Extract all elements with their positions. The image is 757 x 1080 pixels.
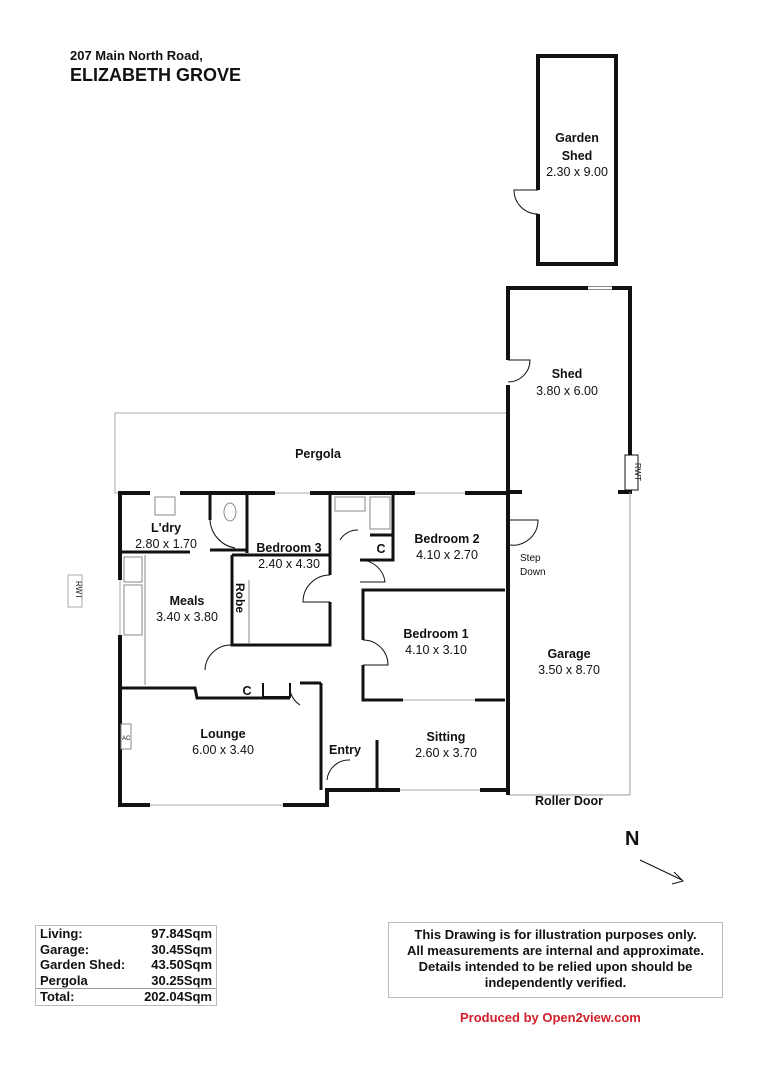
area-summary: Living: 97.84Sqm Garage: 30.45Sqm Garden S… [35, 925, 217, 1006]
lounge-dims: 6.00 x 3.40 [192, 743, 254, 757]
shed-label: Shed [552, 367, 583, 381]
pergola-label: Pergola [295, 447, 342, 461]
garage-dims: 3.50 x 8.70 [538, 663, 600, 677]
meals-dims: 3.40 x 3.80 [156, 610, 218, 624]
bedroom1-dims: 4.10 x 3.10 [405, 643, 467, 657]
fixtures [120, 496, 391, 750]
area-label: Garage: [40, 941, 90, 957]
area-label: Pergola [40, 972, 88, 988]
suburb: ELIZABETH GROVE [70, 65, 241, 85]
area-row: Pergola 30.25Sqm [36, 973, 216, 989]
area-row: Garage: 30.45Sqm [36, 942, 216, 958]
area-value: 97.84Sqm [151, 926, 212, 941]
disclaimer: This Drawing is for illustration purpose… [388, 922, 723, 998]
area-value: 30.45Sqm [151, 941, 212, 957]
step-label-2: Down [520, 567, 546, 578]
bedroom3-label: Bedroom 3 [256, 541, 321, 555]
meals-label: Meals [170, 594, 205, 608]
area-value: 43.50Sqm [151, 957, 212, 972]
rwt-tank [67, 574, 83, 608]
door-swings [204, 519, 684, 885]
garage-label: Garage [547, 647, 590, 661]
lounge-label: Lounge [200, 727, 245, 741]
roller-door-label: Roller Door [535, 794, 603, 808]
north-label: N [625, 828, 639, 850]
step-label: Step [520, 553, 541, 564]
total-value: 202.04Sqm [144, 989, 212, 1004]
bedroom2-dims: 4.10 x 2.70 [416, 548, 478, 562]
area-row: Living: 97.84Sqm [36, 926, 216, 942]
ac-label: AC [122, 736, 131, 742]
rwt-label-2: RWT [74, 581, 83, 599]
entry-label: Entry [329, 743, 361, 757]
credit-link[interactable]: Produced by Open2view.com [460, 1010, 641, 1025]
total-row: Total: 202.04Sqm [36, 988, 216, 1005]
sitting-label: Sitting [427, 730, 466, 744]
disclaimer-line: All measurements are internal and approx… [407, 943, 704, 958]
robe-label: Robe [233, 583, 247, 613]
cupboard-label: C [242, 684, 251, 698]
disclaimer-line: This Drawing is for illustration purpose… [414, 927, 697, 942]
window-glass [119, 492, 480, 806]
laundry-dims: 2.80 x 1.70 [135, 537, 197, 551]
garden-shed-walls [513, 54, 618, 266]
laundry-label: L'dry [151, 521, 181, 535]
garden-shed-label: Garden [555, 131, 599, 145]
bedroom3-dims: 2.40 x 4.30 [258, 557, 320, 571]
rwt-label: RWT [633, 463, 642, 481]
shed-dims: 3.80 x 6.00 [536, 384, 598, 398]
area-label: Living: [40, 926, 83, 941]
disclaimer-line: Details intended to be relied upon shoul… [418, 959, 693, 974]
bedroom1-label: Bedroom 1 [403, 627, 468, 641]
shed-garage-walls [505, 286, 639, 796]
area-label: Garden Shed: [40, 957, 126, 972]
area-value: 30.25Sqm [151, 972, 212, 988]
disclaimer-line: independently verified. [484, 975, 627, 990]
cupboard-label-2: C [376, 542, 385, 556]
sitting-dims: 2.60 x 3.70 [415, 746, 477, 760]
bedroom2-label: Bedroom 2 [414, 532, 479, 546]
garden-shed-label-2: Shed [562, 149, 593, 163]
garden-shed-dims: 2.30 x 9.00 [546, 165, 608, 179]
address: 207 Main North Road, [70, 48, 203, 63]
house-walls [118, 491, 510, 807]
area-row: Garden Shed: 43.50Sqm [36, 957, 216, 973]
total-label: Total: [40, 989, 75, 1004]
